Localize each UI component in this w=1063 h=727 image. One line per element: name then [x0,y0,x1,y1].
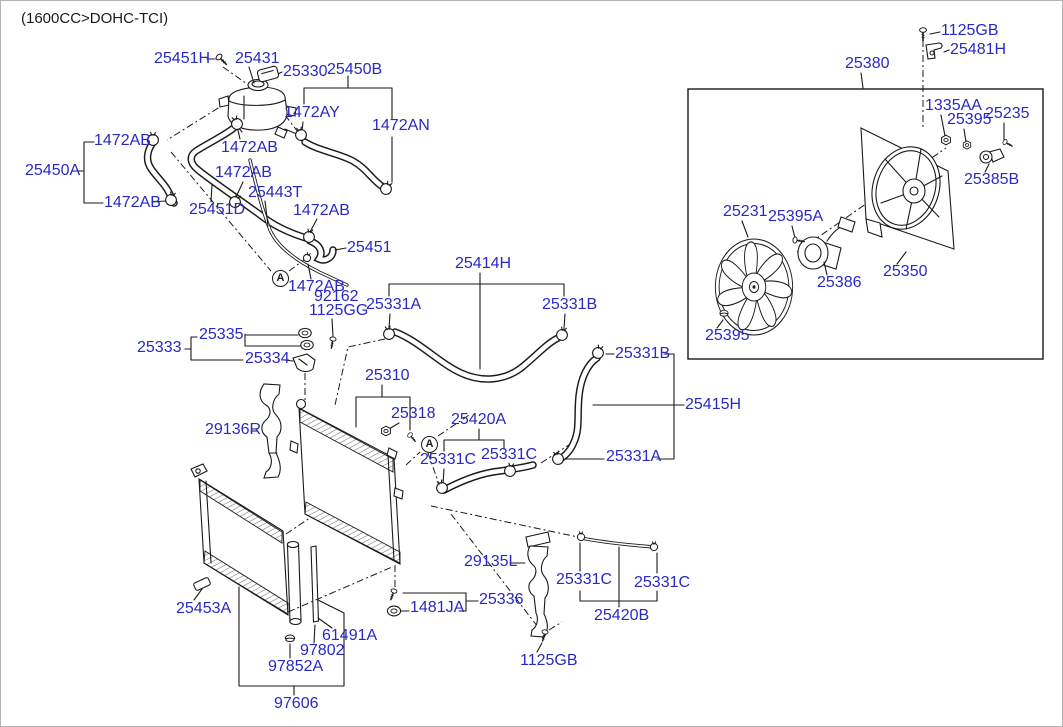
coolant-reservoir-tank [218,78,300,139]
part-label-25395-2: 25395 [705,327,750,344]
part-label-25431: 25431 [235,50,280,67]
hoses [143,123,656,549]
part-label-1472ab-4: 1472AB [215,164,272,181]
part-label-25451d: 25451D [189,201,246,218]
part-label-25420b: 25420B [594,607,650,624]
part-label-25395-1: 25395 [947,111,992,128]
part-label-25443t: 25443T [248,184,303,201]
callout-a-1: A [272,270,289,287]
part-label-25380: 25380 [845,55,890,72]
sensor-25385B [979,148,1005,164]
part-label-25331c-4: 25331C [634,574,691,591]
part-label-25318: 25318 [391,405,436,422]
part-label-25331a-1: 25331A [366,296,422,313]
seal-strip [310,545,320,623]
fan-assembly-box [687,88,1044,360]
part-label-25453a: 25453A [176,600,232,617]
part-label-25335: 25335 [199,326,244,343]
leader-lines [73,31,1005,696]
fan-blade [714,238,794,336]
part-label-25231: 25231 [723,203,768,220]
part-label-25451: 25451 [347,239,392,256]
fan-shroud [860,127,955,250]
part-label-25334: 25334 [245,350,290,367]
part-label-1472ab-2: 1472AB [104,194,161,211]
part-label-25415h: 25415H [685,396,742,413]
part-label-1472ab-5: 1472AB [293,202,350,219]
part-label-25450b: 25450B [327,61,383,78]
part-label-97852a: 97852A [268,658,324,675]
part-label-1125gg: 1125GG [309,302,369,319]
part-label-1472an: 1472AN [372,117,430,134]
fan-motor [797,216,856,270]
part-label-25235: 25235 [985,105,1030,122]
part-label-1472ab-3: 1472AB [221,139,278,156]
part-label-25450a: 25450A [25,162,81,179]
part-label-25331c-2: 25331C [481,446,538,463]
part-label-92162: 92162 [314,288,359,305]
part-label-25330: 25330 [283,63,328,80]
part-label-25331c-1: 25331C [420,451,477,468]
part-label-1472ay: 1472AY [284,104,340,121]
part-label-25350: 25350 [883,263,928,280]
part-label-25414h: 25414H [455,255,512,272]
part-label-1125gb-1: 1125GB [520,652,578,669]
condenser [190,463,289,617]
part-label-25331c-3: 25331C [556,571,613,588]
part-label-25333: 25333 [137,339,182,356]
receiver-drier [286,540,302,626]
bracket-25481H [925,42,943,60]
part-label-1472ab-1: 1472AB [94,132,151,149]
part-label-1335aa: 1335AA [925,97,982,114]
part-label-25385b: 25385B [964,171,1020,188]
small-parts [147,26,1015,644]
part-label-97802: 97802 [300,642,345,659]
bracket-25334 [292,353,316,373]
part-label-25331b-1: 25331B [542,296,598,313]
part-label-25310: 25310 [365,367,410,384]
diagram-title: (1600CC>DOHC-TCI) [21,10,169,27]
part-label-1481ja: 1481JA [410,599,465,616]
part-label-1472ab-6: 1472AB [288,278,345,295]
part-label-97606: 97606 [274,695,319,712]
part-label-25481h: 25481H [950,41,1007,58]
callout-a-2: A [421,436,438,453]
part-label-29135l: 29135L [464,553,518,570]
air-guard-left [259,383,282,479]
part-label-25420a: 25420A [451,411,507,428]
part-label-25336: 25336 [479,591,524,608]
air-guard-right [525,531,551,638]
radiator [289,398,404,565]
part-label-25386: 25386 [817,274,862,291]
part-label-25395a: 25395A [768,208,824,225]
part-label-25331b-2: 25331B [615,345,671,362]
part-label-1125gb-2: 1125GB [941,22,999,39]
part-label-29136r: 29136R [205,421,262,438]
part-label-61491a: 61491A [322,627,378,644]
part-label-25331a-2: 25331A [606,448,662,465]
part-label-25451h: 25451H [154,50,211,67]
